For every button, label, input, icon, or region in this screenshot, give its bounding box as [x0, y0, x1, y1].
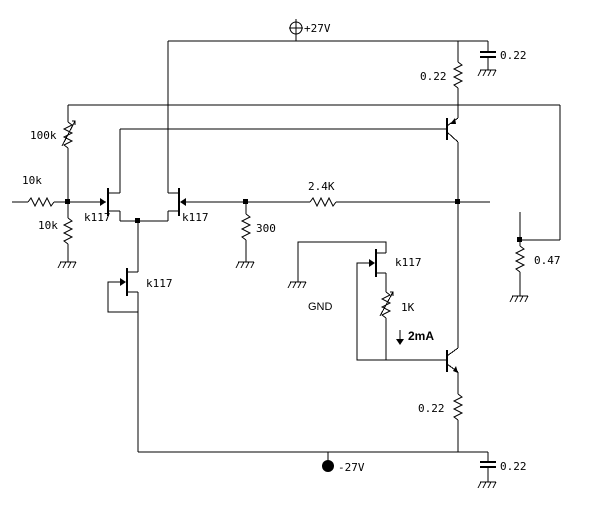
resistor-emitter-bottom [452, 393, 464, 421]
resistor-emitter-top [452, 61, 464, 89]
ground-symbol [235, 261, 255, 269]
jfet-right-label: k117 [182, 211, 209, 224]
resistor-output-load-label: 0.47 [534, 254, 561, 267]
positive-supply-label: +27V [304, 22, 331, 35]
ground-symbol [477, 481, 497, 489]
resistor-input-series-label: 10k [22, 174, 42, 187]
capacitor-bottom [480, 452, 496, 482]
capacitor-bottom-label: 0.22 [500, 460, 527, 473]
potentiometer-current-set-label: 1K [401, 301, 415, 314]
resistor-input-shunt-label: 10k [38, 219, 58, 232]
output-transistor-top [446, 117, 459, 143]
resistor-emitter-bottom-label: 0.22 [418, 402, 445, 415]
ground-symbol [509, 295, 529, 303]
resistor-feedback [309, 196, 337, 208]
resistor-feedback-shunt [240, 213, 252, 241]
ground-label: GND [308, 301, 333, 313]
resistor-input-series [27, 196, 55, 208]
output-transistor-bottom [446, 347, 459, 373]
jfet-tail-label: k117 [146, 277, 173, 290]
resistor-feedback-label: 2.4K [308, 180, 335, 193]
resistor-input-shunt [62, 217, 74, 245]
jfet-tail [126, 268, 138, 296]
jfet-left [107, 188, 120, 216]
ground-symbol [57, 261, 77, 269]
capacitor-top-label: 0.22 [500, 49, 527, 62]
capacitor-top [480, 41, 496, 70]
resistor-emitter-top-label: 0.22 [420, 70, 447, 83]
resistor-feedback-shunt-label: 300 [256, 222, 276, 235]
ground-symbol [477, 69, 497, 77]
resistor-output-load [514, 245, 526, 273]
negative-supply-terminal [322, 460, 334, 472]
jfet-current-source-label: k117 [395, 256, 422, 269]
potentiometer-bias-label: 100k [30, 129, 57, 142]
bias-current-label: 2mA [408, 329, 434, 343]
jfet-left-label: k117 [84, 211, 111, 224]
jfet-right [168, 188, 180, 216]
ground-symbol [287, 281, 307, 289]
jfet-current-source [375, 249, 386, 277]
negative-supply-label: -27V [338, 461, 365, 474]
current-arrow-icon [396, 330, 404, 345]
